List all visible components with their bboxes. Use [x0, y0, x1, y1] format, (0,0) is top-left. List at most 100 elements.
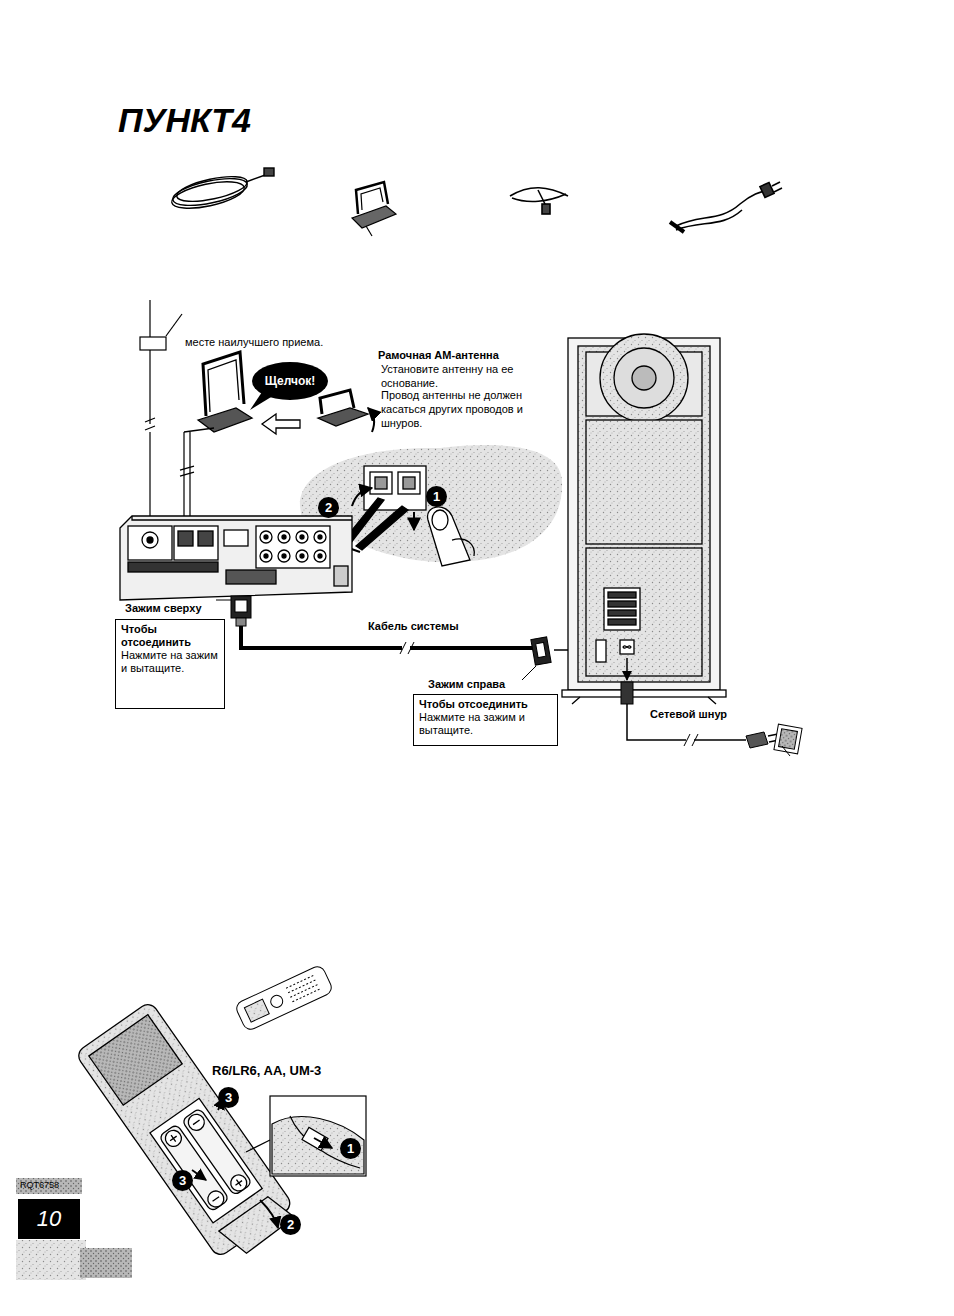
power-cord-part [746, 732, 768, 748]
speaker-terminal-closeup-part [413, 512, 415, 530]
system-cable-part [522, 666, 536, 680]
callout-number: 1 [426, 486, 447, 507]
page-marker-part [80, 1248, 132, 1278]
main-unit-part [174, 526, 218, 560]
remote-battery [75, 1001, 301, 1268]
main-unit-part [318, 554, 322, 558]
callout-number-text: 3 [225, 1090, 232, 1106]
callout-number-text: 1 [433, 489, 440, 505]
speaker-part [608, 592, 636, 598]
remote-arrows [192, 1098, 278, 1228]
speaker-part [600, 334, 688, 422]
am-loop-antenna-icon [352, 182, 396, 236]
am-loop-antenna-part [208, 360, 239, 412]
main-unit-part [128, 526, 172, 560]
speaker-terminal-closeup-part [432, 510, 448, 530]
main-unit-part [296, 550, 308, 562]
power-cord-part [782, 746, 790, 756]
speaker-part [572, 697, 716, 704]
power-cord [621, 658, 802, 756]
speaker-terminal-closeup-part [370, 472, 392, 494]
main-unit-part [282, 535, 286, 539]
main-unit-part [224, 530, 248, 546]
note-heading: Чтобы отсоединить [121, 623, 219, 649]
speaker-terminal-closeup-part [403, 477, 415, 489]
speaker-terminal-closeup-part [352, 488, 372, 506]
main-unit-part [128, 562, 218, 572]
power-cord-part [621, 682, 633, 704]
am-loop-antenna-part [318, 408, 368, 426]
main-unit-part [178, 531, 193, 546]
note-box: Чтобы отсоединитьНажмите на зажим и выта… [115, 619, 225, 709]
speaker-part [620, 640, 634, 654]
main-unit-part [282, 554, 286, 558]
speaker-part [614, 348, 674, 408]
am-loop-antenna-part [262, 414, 300, 434]
click-bubble-shape [252, 362, 328, 400]
am-loop-antenna-icon-part [356, 182, 388, 214]
speaker-part [578, 346, 710, 682]
power-cord-icon-part [670, 222, 684, 232]
main-unit-part [198, 531, 213, 546]
main-unit-part [314, 550, 326, 562]
main-unit-part [296, 531, 308, 543]
system-cable-icon-part [264, 168, 274, 176]
speaker-part [586, 420, 702, 544]
callout-number: 3 [172, 1170, 193, 1191]
main-unit-part [142, 532, 158, 548]
fm-antenna [140, 300, 182, 528]
remote-inset-part [270, 1096, 366, 1176]
callout-number: 2 [280, 1214, 301, 1235]
callout-number-text: 2 [325, 500, 332, 516]
speaker-part [608, 601, 636, 607]
am-loop-antenna-icon-part [361, 188, 383, 210]
callout-number-text: 2 [287, 1217, 294, 1233]
remote-battery-part [168, 1117, 202, 1144]
speaker-part [632, 366, 656, 390]
speaker-terminal-closeup [340, 466, 474, 566]
speaker-part [568, 338, 720, 690]
main-unit-part [278, 550, 290, 562]
speaker [562, 334, 726, 704]
remote-battery-part [210, 1177, 244, 1204]
fm-antenna-wire-icon [510, 188, 568, 214]
fm-antenna-wire-icon-part [512, 194, 566, 201]
remote-battery-part [89, 1015, 182, 1105]
remote-small-part [286, 975, 321, 1002]
main-unit-part [300, 554, 304, 558]
remote-small-part [244, 999, 269, 1022]
system-cable [216, 596, 582, 680]
note-text: месте наилучшего приема. [185, 335, 385, 349]
am-loop-antenna-part [184, 428, 214, 432]
remote-small [234, 964, 334, 1032]
am-loop-antenna-part [180, 466, 194, 476]
callout-number-shape [340, 1138, 361, 1159]
power-cord-part [779, 729, 798, 750]
speaker-part [623, 646, 631, 648]
part-name: Зажим справа [428, 677, 548, 691]
system-cable-part [531, 637, 551, 665]
main-unit-part [226, 570, 276, 584]
callout-number-shape [318, 497, 339, 518]
system-cable-part [536, 642, 546, 657]
callout-number: 2 [318, 497, 339, 518]
main-unit-part [318, 535, 322, 539]
callout-number-shape [426, 486, 447, 507]
speaker-part [596, 640, 606, 662]
remote-inset [246, 1096, 366, 1176]
battery-type: R6/LR6, AA, UM-3 [212, 1063, 382, 1079]
remote-small-part [269, 993, 285, 1009]
page-marker [16, 1178, 132, 1280]
power-cord-part [626, 658, 628, 680]
part-name: Сетевой шнур [650, 707, 780, 721]
callout-number-text: 3 [179, 1173, 186, 1189]
fm-antenna-wire-icon-part [542, 204, 550, 214]
system-cable-part [231, 596, 251, 618]
speaker-terminal-closeup-part [356, 506, 408, 550]
remote-arrows-part [192, 1170, 206, 1180]
page-marker-part [16, 1240, 86, 1280]
power-cord-icon-part [772, 182, 782, 192]
main-unit [120, 516, 352, 600]
callout-number-text: 1 [347, 1141, 354, 1157]
